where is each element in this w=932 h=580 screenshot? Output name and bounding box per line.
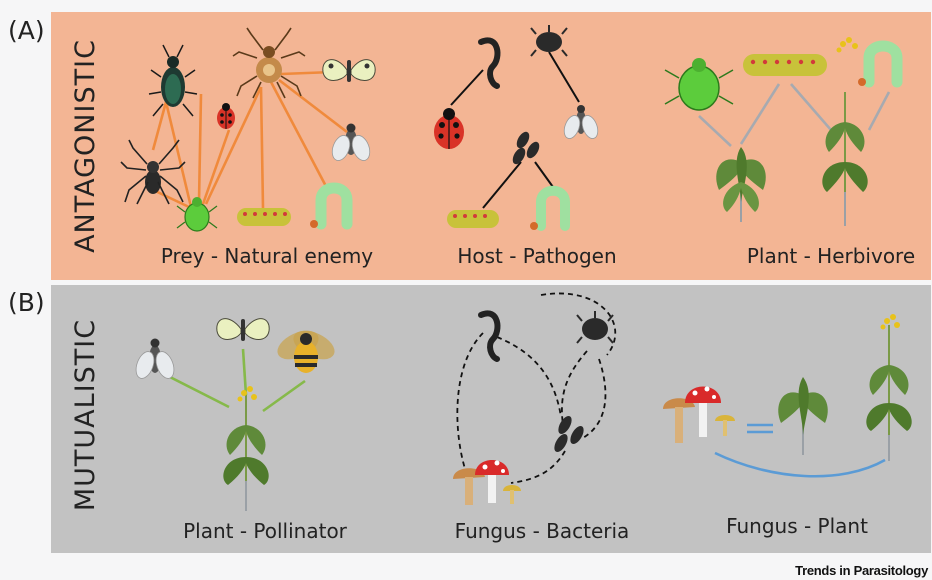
mutualistic-background bbox=[51, 285, 931, 553]
group-label-plant-herbivore: Plant - Herbivore bbox=[747, 244, 915, 268]
panel-a-letter: (A) bbox=[8, 16, 45, 45]
panel-b-letter: (B) bbox=[8, 288, 45, 317]
mutualistic-title: MUTUALISTIC bbox=[70, 319, 101, 511]
group-label-fungus-plant: Fungus - Plant bbox=[726, 514, 868, 538]
antagonistic-diagram: ANTAGONISTIC bbox=[51, 12, 931, 280]
caterpillar-herbivore-icon bbox=[743, 54, 827, 76]
caterpillar-host-icon bbox=[447, 210, 499, 228]
mutualistic-diagram: MUTUALISTIC bbox=[51, 285, 931, 553]
group-label-prey-natural-enemy: Prey - Natural enemy bbox=[161, 244, 373, 268]
journal-footer: Trends in Parasitology bbox=[795, 563, 928, 578]
butterfly-pollinator-icon bbox=[217, 319, 269, 341]
caterpillar-icon bbox=[237, 208, 291, 226]
antagonistic-title: ANTAGONISTIC bbox=[70, 39, 101, 253]
butterfly-icon bbox=[323, 60, 375, 82]
group-label-plant-pollinator: Plant - Pollinator bbox=[183, 519, 348, 543]
group-label-fungus-bacteria: Fungus - Bacteria bbox=[455, 519, 630, 543]
mutualistic-panel: MUTUALISTIC bbox=[51, 285, 931, 553]
antagonistic-panel: ANTAGONISTIC bbox=[51, 12, 931, 280]
group-label-host-pathogen: Host - Pathogen bbox=[457, 244, 616, 268]
antagonistic-background bbox=[51, 12, 931, 280]
